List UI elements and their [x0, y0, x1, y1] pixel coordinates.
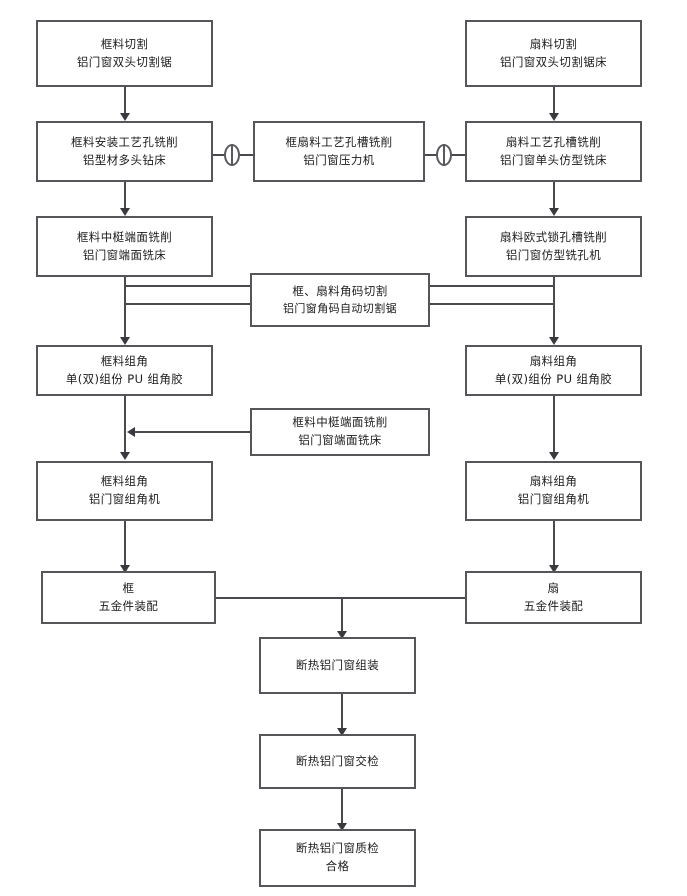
- node-frame-cut[interactable]: 框料切割 铝门窗双头切割锯: [36, 20, 213, 87]
- node-line-2: 铝门窗组角机: [88, 492, 161, 506]
- node-line-2: 铝门窗压力机: [303, 152, 375, 167]
- node-sash-hole-mill[interactable]: 扇料工艺孔槽铣削 铝门窗单头仿型铣床: [465, 121, 642, 182]
- arrowhead-handover: [337, 728, 347, 736]
- edge-hardware-join: [216, 597, 465, 599]
- node-line-2: 五金件装配: [98, 598, 159, 613]
- node-frame-mid-end-mill[interactable]: 框料中梃端面铣削 铝门窗端面铣床: [250, 408, 430, 456]
- node-line-1: 断热铝门窗交检: [295, 753, 380, 768]
- edge-assembly-to-handover: [341, 694, 343, 734]
- edge-mid-end-mill-to-left-column: [133, 431, 250, 433]
- edge-sash-hole-to-lock-mill: [553, 182, 555, 214]
- node-line-2: 合格: [325, 859, 350, 873]
- node-line-1: 框料切割: [100, 36, 149, 51]
- node-line-1: 扇料工艺孔槽铣削: [505, 134, 602, 149]
- node-line-1: 断热铝门窗质检: [295, 841, 380, 856]
- edge-sash-glue-to-corner-machine: [553, 396, 555, 458]
- node-line-2: 五金件装配: [523, 598, 584, 613]
- node-handover[interactable]: 断热铝门窗交检: [259, 734, 416, 789]
- arrowhead-frame-hole-mill: [120, 113, 130, 121]
- edge-corner-cut-to-left-column: [124, 303, 250, 305]
- arrowhead-mid-end-mill-left: [127, 427, 135, 437]
- edge-sash-lock-mill-to-corner-glue: [553, 277, 555, 343]
- arrowhead-sash-corner-machine: [549, 452, 559, 460]
- node-line-2: 单(双)组份 PU 组角胶: [494, 371, 613, 386]
- node-line-2: 铝门窗双头切割锯: [76, 54, 173, 69]
- node-frame-corner-machine[interactable]: 框料组角 铝门窗组角机: [36, 461, 213, 521]
- node-frame-hardware[interactable]: 框 五金件装配: [41, 571, 216, 624]
- arrowhead-frame-corner-machine: [120, 452, 130, 460]
- node-line-1: 扇料组角: [529, 474, 578, 489]
- edge-sash-machine-to-hardware: [553, 521, 555, 571]
- arrowhead-sash-corner-glue: [549, 337, 559, 345]
- edge-hole-mill-to-end-mill: [124, 182, 126, 214]
- edge-sash-cut-to-hole-mill: [553, 87, 555, 119]
- edge-join-to-assembly: [341, 597, 343, 637]
- node-line-1: 框料中梃端面铣削: [76, 229, 173, 244]
- edge-frame-end-mill-to-corner-glue: [124, 277, 126, 343]
- node-line-1: 框料中梃端面铣削: [292, 415, 388, 430]
- node-line-2: 铝门窗仿型铣孔机: [505, 247, 602, 262]
- node-line-2: 铝门窗端面铣床: [298, 433, 382, 447]
- node-line-2: 铝门窗双头切割锯床: [499, 54, 608, 69]
- edge-frame-cut-to-hole-mill: [124, 87, 126, 119]
- node-line-2: 单(双)组份 PU 组角胶: [65, 371, 184, 386]
- edge-handover-to-qualified: [341, 789, 343, 829]
- node-qualified[interactable]: 断热铝门窗质检 合格: [259, 829, 416, 887]
- node-sash-hardware[interactable]: 扇 五金件装配: [465, 571, 642, 624]
- edge-corner-cut-to-right-column: [430, 303, 554, 305]
- node-line-2: 铝门窗组角机: [517, 492, 590, 506]
- arrowhead-sash-lock-mill: [549, 208, 559, 216]
- node-line-1: 扇料组角: [529, 353, 578, 368]
- arrowhead-frame-hardware: [120, 565, 130, 573]
- arrowhead-frame-corner-glue: [120, 337, 130, 345]
- node-frame-end-mill[interactable]: 框料中梃端面铣削 铝门窗端面铣床: [36, 216, 213, 277]
- arrowhead-sash-hardware: [549, 565, 559, 573]
- node-line-2: 铝门窗端面铣床: [82, 247, 167, 262]
- node-press-mid[interactable]: 框扇料工艺孔槽铣削 铝门窗压力机: [253, 121, 425, 182]
- node-line-2: 铝型材多头钻床: [82, 152, 167, 167]
- node-frame-hole-mill[interactable]: 框料安装工艺孔铣削 铝型材多头钻床: [36, 121, 213, 182]
- node-sash-lock-mill[interactable]: 扇料欧式锁孔槽铣削 铝门窗仿型铣孔机: [465, 216, 642, 277]
- arrowhead-sash-hole-mill: [549, 113, 559, 121]
- node-line-1: 断热铝门窗组装: [295, 657, 380, 672]
- process-connector-right: [436, 144, 452, 166]
- arrowhead-qualified: [337, 823, 347, 831]
- node-sash-cut[interactable]: 扇料切割 铝门窗双头切割锯床: [465, 20, 642, 87]
- node-line-1: 框料组角: [100, 353, 149, 368]
- node-corner-cut[interactable]: 框、扇料角码切割 铝门窗角码自动切割锯: [250, 273, 430, 327]
- node-line-2: 铝门窗单头仿型铣床: [499, 152, 608, 167]
- node-line-1: 框、扇料角码切割: [292, 283, 388, 298]
- node-frame-corner-glue[interactable]: 框料组角 单(双)组份 PU 组角胶: [36, 345, 213, 396]
- connector-bar: [231, 144, 233, 166]
- node-line-1: 框扇料工艺孔槽铣削: [285, 134, 393, 149]
- node-line-1: 扇料欧式锁孔槽铣削: [499, 229, 608, 244]
- node-line-1: 框: [122, 580, 135, 595]
- node-line-1: 扇料切割: [529, 36, 578, 51]
- connector-bar: [443, 144, 445, 166]
- arrowhead-frame-end-mill: [120, 208, 130, 216]
- process-connector-left: [224, 144, 240, 166]
- node-sash-corner-machine[interactable]: 扇料组角 铝门窗组角机: [465, 461, 642, 521]
- arrowhead-assembly: [337, 631, 347, 639]
- node-line-2: 铝门窗角码自动切割锯: [283, 302, 397, 316]
- edge-frame-glue-to-corner-machine: [124, 396, 126, 458]
- node-line-1: 框料安装工艺孔铣削: [70, 134, 179, 149]
- node-line-1: 扇: [547, 580, 560, 595]
- node-line-1: 框料组角: [100, 474, 149, 489]
- node-assembly[interactable]: 断热铝门窗组装: [259, 637, 416, 694]
- node-sash-corner-glue[interactable]: 扇料组角 单(双)组份 PU 组角胶: [465, 345, 642, 396]
- edge-frame-machine-to-hardware: [124, 521, 126, 571]
